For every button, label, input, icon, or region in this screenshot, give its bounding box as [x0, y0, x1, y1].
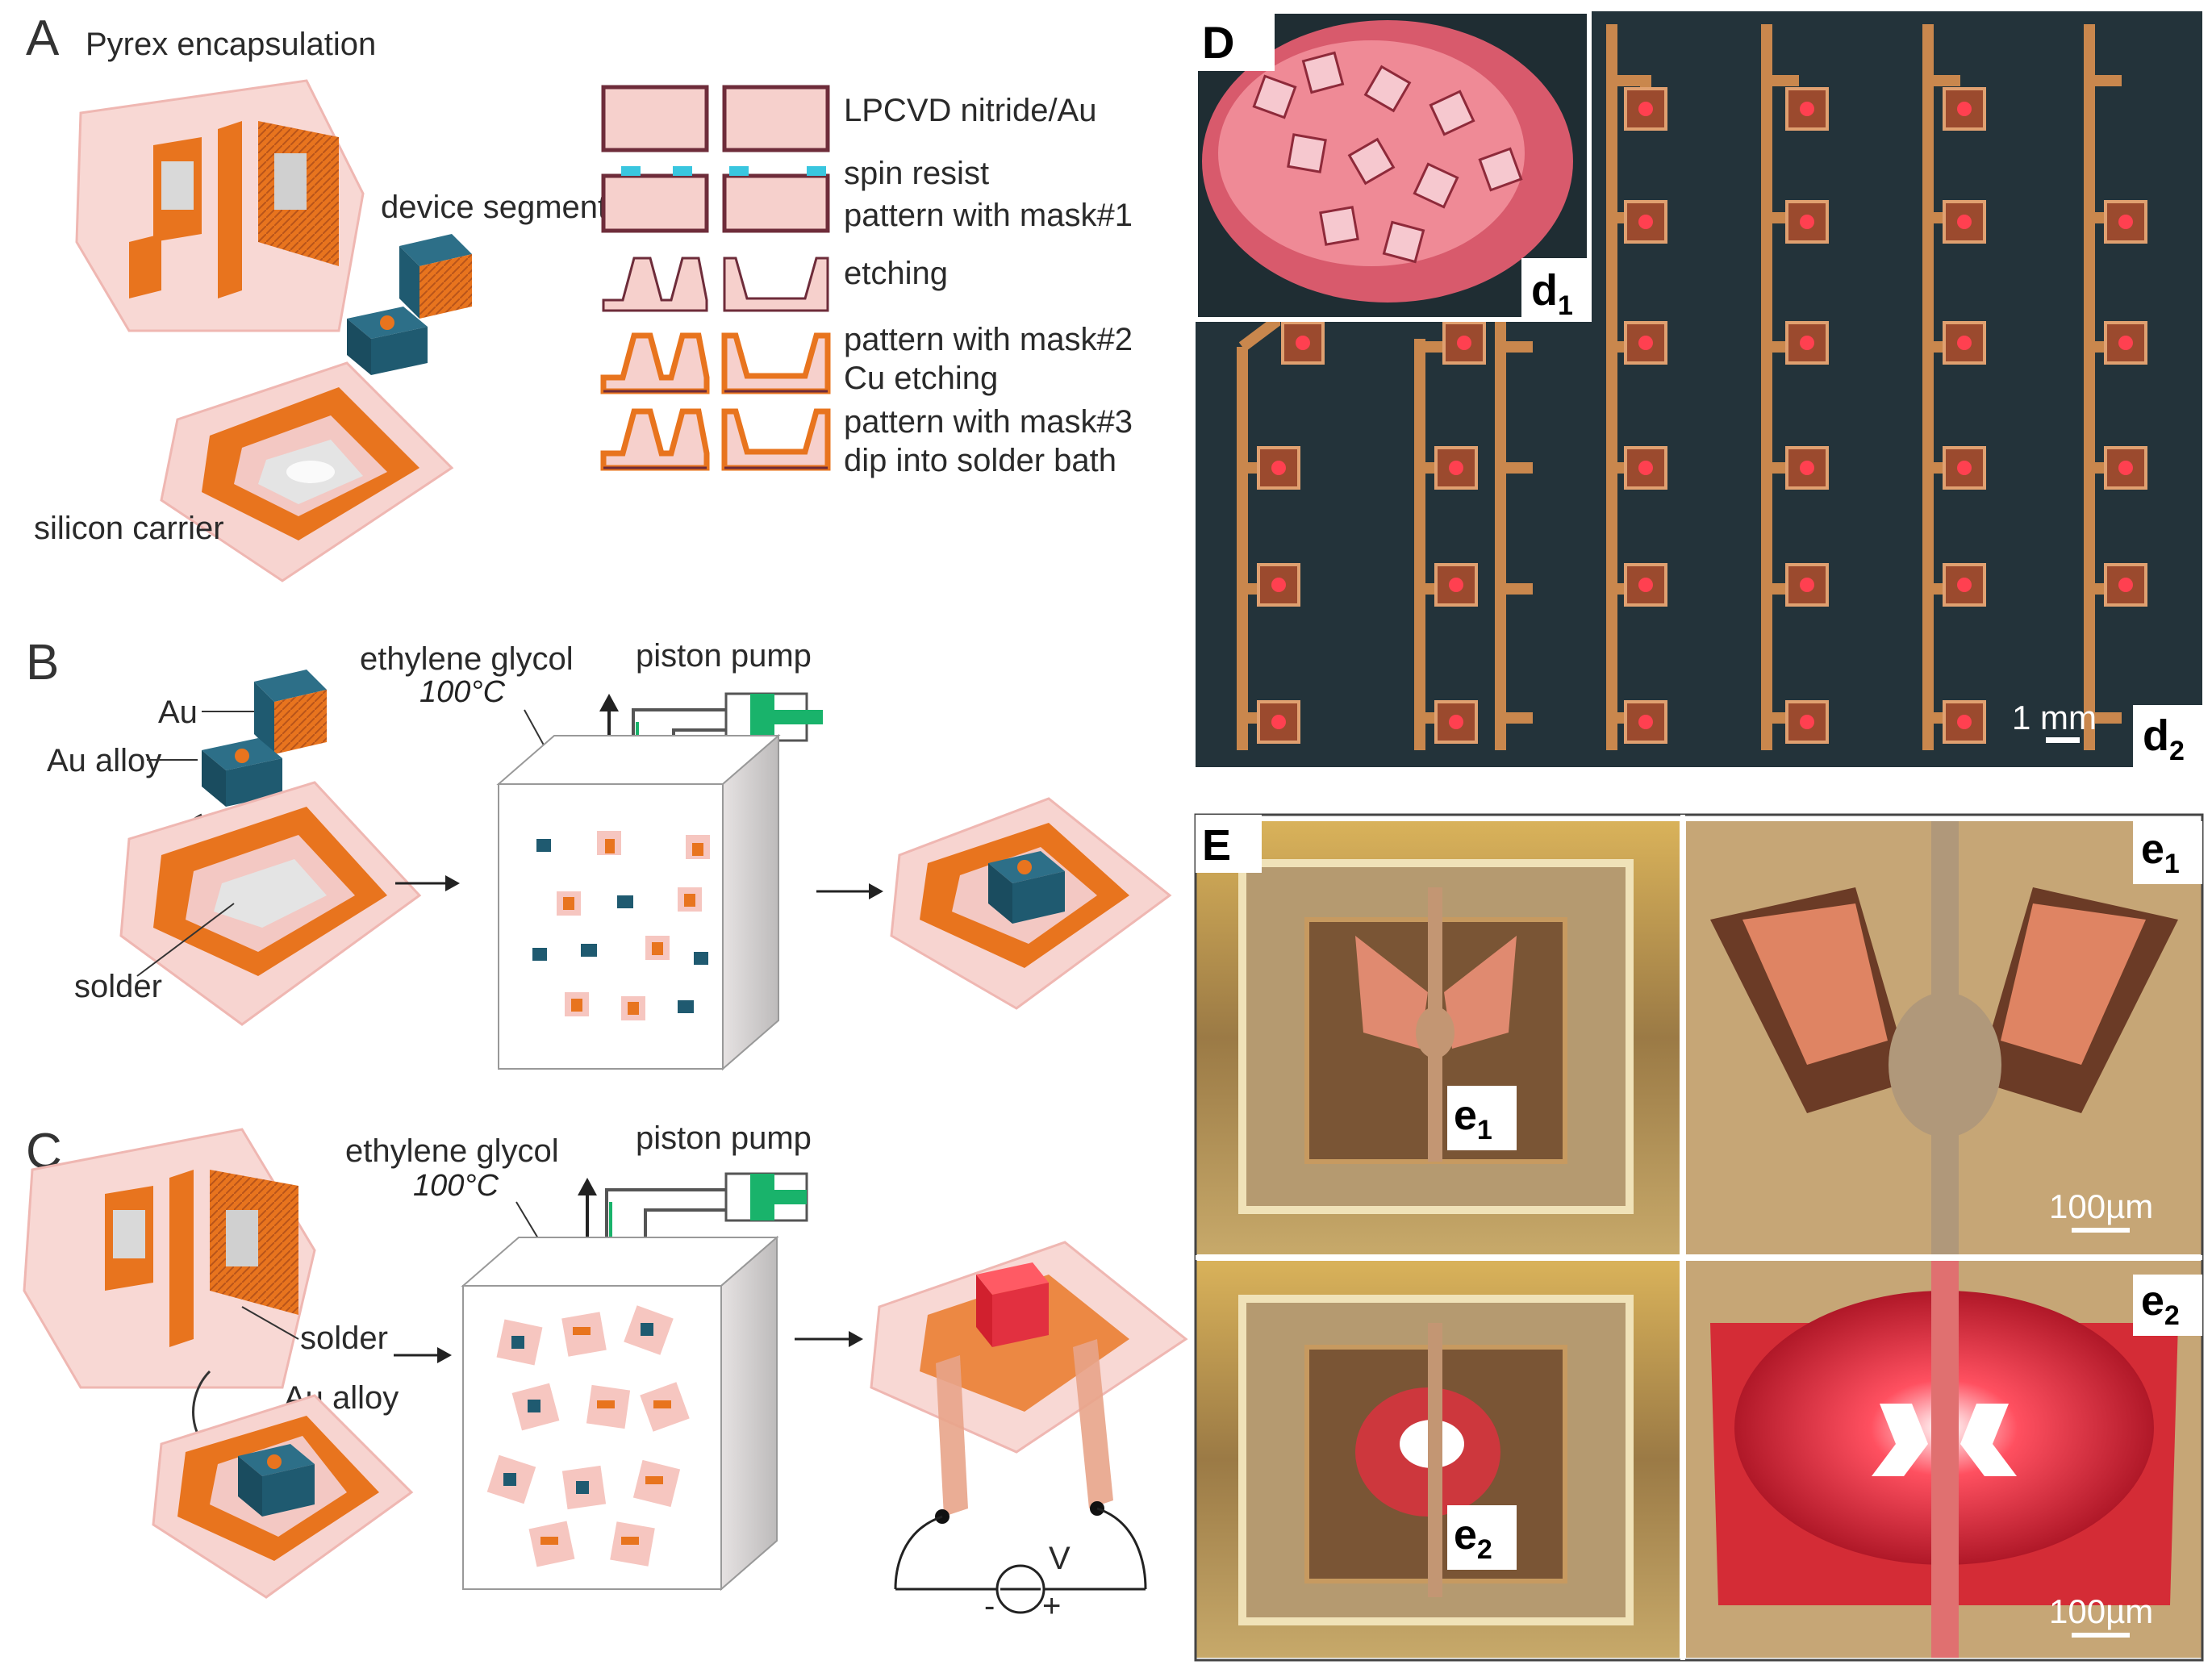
step-1-label: LPCVD nitride/Au: [844, 93, 1096, 128]
step-7-label: pattern with mask#3: [844, 404, 1133, 440]
photo-e-top-right: [1686, 821, 2202, 1254]
au-cube-illustration: [202, 670, 327, 807]
array-d2-label: d2: [2143, 711, 2185, 766]
plus-label: +: [1042, 1588, 1061, 1624]
suspended-parts-b: [532, 831, 710, 1020]
e1-label-photo: e1: [1454, 1092, 1492, 1145]
step-6-label: Cu etching: [844, 361, 998, 396]
panel-b: B Au Au alloy solder ethyle: [26, 635, 1172, 1071]
carrier-b-illustration: [119, 781, 422, 1026]
e2-label-closeup: e2: [2141, 1278, 2180, 1331]
scale-bar-e2: [2072, 1633, 2130, 1638]
pyrex-encapsulation-illustration: [75, 79, 365, 332]
pump-label-b: piston pump: [636, 638, 812, 674]
pyrex-label: Pyrex encapsulation: [86, 27, 376, 62]
panel-d: d1 D 1 mm d2: [1193, 9, 2202, 767]
silicon-carrier-illustration: [160, 361, 454, 582]
step-5-label: pattern with mask#2: [844, 322, 1133, 357]
panel-e-letter: E: [1202, 821, 1231, 870]
scale-bar-e2-label: 100µm: [2049, 1592, 2153, 1630]
minus-label: -: [984, 1588, 995, 1624]
step-8-label: dip into solder bath: [844, 443, 1116, 478]
pyrex-block-c: [23, 1128, 316, 1389]
device-segment-label: device segment: [381, 190, 607, 225]
process-flow: LPCVD nitride/Au spin resist pattern wit…: [600, 85, 1133, 478]
process-row-4: [600, 332, 831, 394]
step-2-label: spin resist: [844, 156, 989, 191]
scale-bar-d: [2046, 737, 2080, 743]
temp-label-c: 100°C: [413, 1169, 499, 1203]
mixing-vessel-b: [496, 733, 781, 1071]
silicon-carrier-label: silicon carrier: [34, 511, 224, 546]
scale-bar-e1-label: 100µm: [2049, 1187, 2153, 1225]
photo-e-bottom-right: [1686, 1261, 2202, 1658]
panel-d-letter: D: [1202, 17, 1234, 68]
voltage-label: V: [1049, 1541, 1071, 1576]
carrier-c-illustration: [152, 1394, 414, 1599]
suspended-parts-c: [486, 1305, 690, 1567]
panel-a: A Pyrex encapsulation device segment: [26, 10, 1133, 582]
scale-bar-e1: [2072, 1228, 2130, 1233]
led-array: [1257, 87, 2147, 744]
liquid-label-b: ethylene glycol: [360, 641, 574, 677]
au-alloy-label: Au alloy: [47, 743, 161, 778]
photo-e-bottom-left: [1196, 1261, 1680, 1658]
inset-d1-label: d1: [1531, 266, 1573, 321]
scale-bar-d-label: 1 mm: [2012, 699, 2097, 736]
au-label: Au: [158, 695, 198, 730]
process-row-3: [602, 257, 829, 312]
panel-a-letter: A: [26, 10, 60, 66]
device-segment-illustration: [347, 234, 472, 375]
assembled-carrier-b: [890, 797, 1172, 1010]
process-row-5: [600, 408, 831, 471]
piston-pump-c: [578, 1172, 808, 1291]
photo-e-top-left: [1196, 821, 1680, 1254]
panel-c: C solder Au alloy ethylene glycol 100°: [23, 1120, 1188, 1624]
solder-label-c: solder: [300, 1321, 388, 1356]
lit-device-c: [870, 1241, 1188, 1614]
step-4-label: etching: [844, 256, 948, 291]
process-row-1: [601, 85, 830, 152]
liquid-label-c: ethylene glycol: [345, 1133, 559, 1169]
step-3-label: pattern with mask#1: [844, 198, 1133, 233]
solder-label-b: solder: [74, 969, 162, 1004]
panel-e: E e1 e1 100µm e2 e2 100µm: [1194, 813, 2204, 1662]
pump-label-c: piston pump: [636, 1120, 812, 1156]
e1-label-closeup: e1: [2141, 826, 2180, 879]
panel-b-letter: B: [26, 635, 59, 691]
e2-label-photo: e2: [1454, 1512, 1492, 1565]
temp-label-b: 100°C: [419, 675, 506, 709]
process-row-2: [601, 166, 830, 233]
